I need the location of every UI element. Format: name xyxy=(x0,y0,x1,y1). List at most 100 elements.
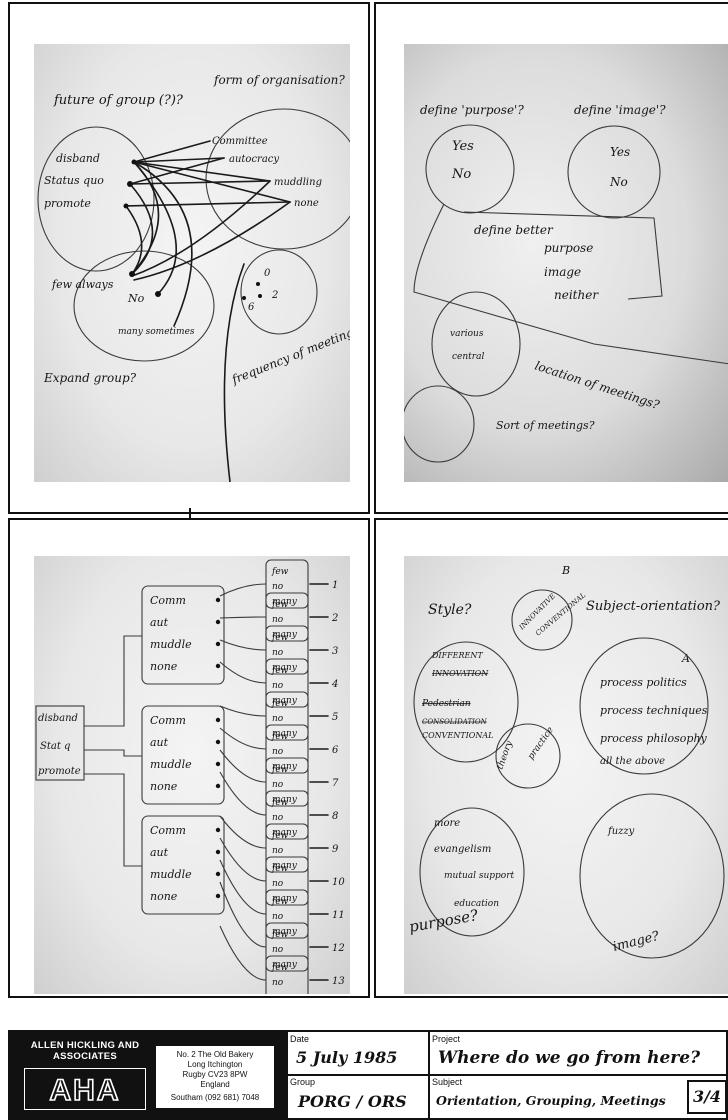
item-promote: promote xyxy=(44,197,91,210)
panel-decision-tree: disband Stat q promote Comm aut muddle none… xyxy=(8,518,370,998)
freq-7-1: no xyxy=(272,813,284,823)
root-disband: disband xyxy=(38,713,78,724)
freq-10-1: no xyxy=(272,912,284,922)
purpose-evangelism: evangelism xyxy=(434,844,491,855)
branch-2-2: muddle xyxy=(150,868,192,881)
q-subject-orientation: Subject-orientation? xyxy=(586,599,721,614)
q-purpose: purpose? xyxy=(408,906,481,936)
q-style: Style? xyxy=(428,602,472,618)
panel-future-of-group: future of group (?)? form of organisatio… xyxy=(8,2,370,514)
freq-7-0: few xyxy=(271,798,289,808)
freq-2: 2 xyxy=(271,290,278,301)
sketch-4: Style? B INNOVATIVE CONVENTIONAL Subject… xyxy=(408,564,725,959)
freq-3-2: many xyxy=(272,696,298,706)
subj-philosophy: process philosophy xyxy=(600,732,708,745)
freq-6-1: no xyxy=(272,780,284,790)
freq-5-2: many xyxy=(272,762,298,772)
project-value: Where do we go from here? xyxy=(438,1048,701,1068)
style-innovation: INNOVATION xyxy=(431,669,489,678)
freq-10-0: few xyxy=(271,897,289,907)
svg-text:AHA: AHA xyxy=(50,1074,121,1107)
outcome-number-8: 8 xyxy=(332,811,338,822)
project-label: Project xyxy=(432,1034,461,1044)
freq-1-0: few xyxy=(271,600,289,610)
freq-0-2: many xyxy=(272,597,298,607)
opt-image: image xyxy=(544,265,581,279)
outcome-number-9: 9 xyxy=(332,844,339,855)
purpose-education: education xyxy=(454,899,499,909)
outcome-number-11: 11 xyxy=(332,910,345,921)
freq-10-2: many xyxy=(272,927,298,937)
branch-1-1: aut xyxy=(150,736,169,749)
freq-7-2: many xyxy=(272,828,298,838)
photo-sheet-1: future of group (?)? form of organisatio… xyxy=(34,44,350,482)
label-many-sometimes: many sometimes xyxy=(118,327,195,337)
item-autocracy: autocracy xyxy=(229,154,279,165)
style-conventional: CONVENTIONAL xyxy=(422,731,493,740)
branch-0-3: none xyxy=(150,660,178,673)
freq-4-2: many xyxy=(272,729,298,739)
freq-12-1: no xyxy=(272,978,284,988)
freq-11-2: many xyxy=(272,960,298,970)
purpose-no: No xyxy=(451,167,471,182)
image-yes: Yes xyxy=(610,145,630,159)
subject-value: Orientation, Grouping, Meetings xyxy=(436,1093,666,1108)
branch-0-0: Comm xyxy=(150,594,186,607)
label-few-always: few always xyxy=(51,278,114,291)
root-statq: Stat q xyxy=(40,741,70,752)
freq-8-0: few xyxy=(271,831,289,841)
outcome-number-10: 10 xyxy=(332,877,345,888)
freq-2-1: no xyxy=(272,648,284,658)
freq-5-1: no xyxy=(272,747,284,757)
q-define-image: define 'image'? xyxy=(574,103,666,117)
freq-6-0: few xyxy=(271,765,289,775)
sketch-1: future of group (?)? form of organisatio… xyxy=(37,73,350,482)
item-status-quo: Status quo xyxy=(44,174,104,187)
panel-define-purpose: define 'purpose'? define 'image'? Yes No… xyxy=(374,2,728,514)
outcome-number-4: 4 xyxy=(331,679,338,690)
freq-3-0: few xyxy=(271,666,289,676)
style-different: DIFFERENT xyxy=(431,651,483,660)
outcome-number-13: 13 xyxy=(332,976,345,987)
freq-1-2: many xyxy=(272,630,298,640)
b-conventional: CONVENTIONAL xyxy=(534,591,587,638)
branch-1-2: muddle xyxy=(150,758,192,771)
group-label: Group xyxy=(290,1077,316,1087)
item-disband: disband xyxy=(56,152,100,165)
freq-6-2: many xyxy=(272,795,298,805)
outcome-number-1: 1 xyxy=(332,580,338,591)
item-committee: Committee xyxy=(212,136,268,147)
firm-name: ALLEN HICKLING AND ASSOCIATES xyxy=(30,1040,140,1062)
opt-neither: neither xyxy=(554,288,599,302)
freq-2-0: few xyxy=(271,633,289,643)
branch-1-0: Comm xyxy=(150,714,186,727)
outcome-number-7: 7 xyxy=(332,778,339,789)
label-a: A xyxy=(681,652,690,665)
q-define-purpose: define 'purpose'? xyxy=(420,103,524,117)
opt-purpose: purpose xyxy=(544,241,593,255)
outcome-number-3: 3 xyxy=(332,646,338,657)
root-promote: promote xyxy=(38,766,81,777)
freq-0-0: few xyxy=(271,567,289,577)
freq-12-2: many xyxy=(272,993,298,994)
title-form-of-organisation: form of organisation? xyxy=(213,73,345,87)
sketch-3: disband Stat q promote Comm aut muddle none… xyxy=(35,559,345,994)
subj-all-above: all the above xyxy=(600,756,665,767)
q-image: image? xyxy=(611,929,661,955)
freq-6: 6 xyxy=(248,302,255,313)
freq-4-0: few xyxy=(271,699,289,709)
label-define-better: define better xyxy=(474,223,554,237)
freq-9-2: many xyxy=(272,894,298,904)
branch-2-0: Comm xyxy=(150,824,186,837)
title-block: ALLEN HICKLING AND ASSOCIATES AHA No. 2 … xyxy=(8,1030,728,1120)
date-label: Date xyxy=(290,1034,310,1044)
loc-various: various xyxy=(450,329,484,339)
panel-style-subject: Style? B INNOVATIVE CONVENTIONAL Subject… xyxy=(374,518,728,998)
outcome-number-5: 5 xyxy=(332,712,338,723)
freq-5-0: few xyxy=(271,732,289,742)
freq-8-2: many xyxy=(272,861,298,871)
branch-2-3: none xyxy=(150,890,178,903)
subj-politics: process politics xyxy=(600,676,687,689)
item-muddling: muddling xyxy=(274,177,322,188)
label-b: B xyxy=(561,564,570,577)
